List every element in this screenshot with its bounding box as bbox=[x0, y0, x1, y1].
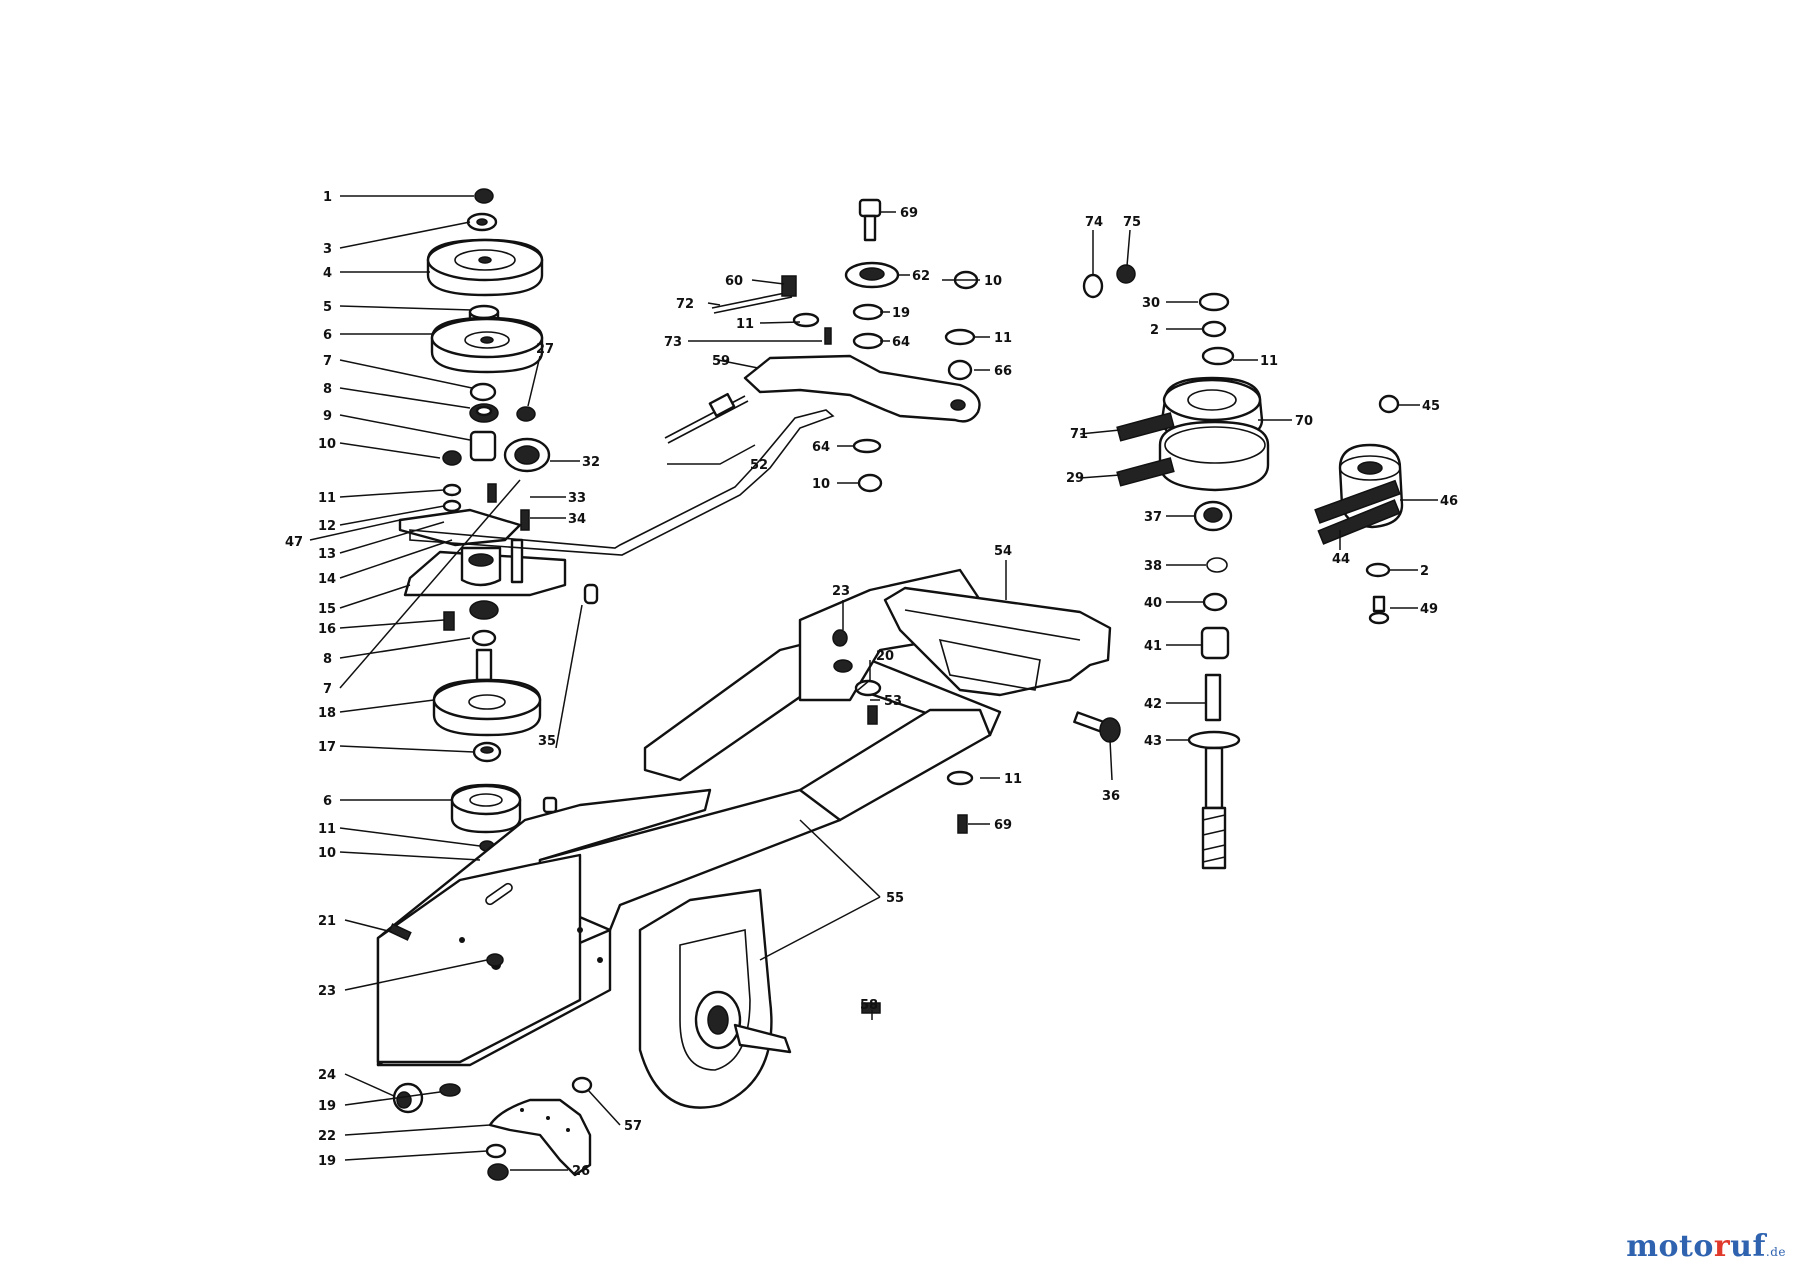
callout-label: 6 bbox=[323, 794, 332, 809]
callout-label: 30 bbox=[1142, 296, 1160, 311]
callout-label: 13 bbox=[318, 547, 336, 562]
callout-label: 4 bbox=[323, 266, 332, 281]
callout-label: 33 bbox=[568, 491, 586, 506]
callout-label: 23 bbox=[832, 584, 850, 599]
callout-label: 72 bbox=[676, 297, 694, 312]
frame-hardware bbox=[388, 629, 1121, 1181]
callout-label: 71 bbox=[1070, 427, 1088, 442]
callout-label: 12 bbox=[318, 519, 336, 534]
callout-label: 55 bbox=[886, 891, 904, 906]
callout-label: 1 bbox=[323, 190, 332, 205]
callout-label: 66 bbox=[994, 364, 1012, 379]
callout-label: 53 bbox=[884, 694, 902, 709]
callout-labels-center: 27 32 33 34 35 52 60 72 11 73 59 69 62 1… bbox=[536, 206, 1120, 1134]
callout-label: 18 bbox=[318, 706, 336, 721]
brand-part: r bbox=[1713, 1229, 1731, 1264]
small-hardware-center bbox=[792, 198, 979, 493]
callout-label: 5 bbox=[323, 300, 332, 315]
brand-watermark: motoruf.de bbox=[1626, 1229, 1786, 1264]
callout-label: 9 bbox=[323, 409, 332, 424]
callout-label: 35 bbox=[538, 734, 556, 749]
callout-label: 24 bbox=[318, 1068, 336, 1083]
callout-label: 70 bbox=[1295, 414, 1313, 429]
callout-label: 11 bbox=[318, 491, 336, 506]
callout-label: 21 bbox=[318, 914, 336, 929]
cover-54 bbox=[883, 586, 1112, 697]
brand-part: uf bbox=[1730, 1229, 1766, 1264]
callout-label: 44 bbox=[1332, 552, 1350, 567]
callout-label: 32 bbox=[582, 455, 600, 470]
callout-label: 59 bbox=[712, 354, 730, 369]
callout-label: 64 bbox=[892, 335, 910, 350]
callout-label: 34 bbox=[568, 512, 586, 527]
callout-label: 69 bbox=[994, 818, 1012, 833]
callout-label: 27 bbox=[536, 342, 554, 357]
callout-label: 49 bbox=[1420, 602, 1438, 617]
callout-label: 45 bbox=[1422, 399, 1440, 414]
callout-label: 62 bbox=[912, 269, 930, 284]
right-parts bbox=[1082, 264, 1404, 870]
callout-label: 2 bbox=[1420, 564, 1429, 579]
callout-label: 43 bbox=[1144, 734, 1162, 749]
callout-label: 54 bbox=[994, 544, 1012, 559]
callout-label: 36 bbox=[1102, 789, 1120, 804]
main-frame bbox=[376, 568, 1002, 1109]
pulley-stack-assembly bbox=[398, 188, 599, 866]
callout-labels-left: 1 3 4 5 6 7 8 9 10 11 12 47 13 14 15 16 … bbox=[285, 190, 590, 1179]
callout-label: 75 bbox=[1123, 215, 1141, 230]
callout-label: 11 bbox=[318, 822, 336, 837]
callout-label: 47 bbox=[285, 535, 303, 550]
callout-label: 29 bbox=[1066, 471, 1084, 486]
callout-label: 64 bbox=[812, 440, 830, 455]
callout-label: 19 bbox=[892, 306, 910, 321]
callout-label: 7 bbox=[323, 682, 332, 697]
callout-label: 15 bbox=[318, 602, 336, 617]
callout-label: 7 bbox=[323, 354, 332, 369]
callout-label: 17 bbox=[318, 740, 336, 755]
callout-label: 20 bbox=[876, 649, 894, 664]
callout-label: 11 bbox=[1004, 772, 1022, 787]
callout-label: 23 bbox=[318, 984, 336, 999]
callout-label: 42 bbox=[1144, 697, 1162, 712]
callout-label: 2 bbox=[1150, 323, 1159, 338]
brand-part: .de bbox=[1765, 1245, 1786, 1259]
callout-label: 6 bbox=[323, 328, 332, 343]
callout-label: 69 bbox=[900, 206, 918, 221]
callout-label: 14 bbox=[318, 572, 336, 587]
callout-label: 8 bbox=[323, 382, 332, 397]
brand-part: moto bbox=[1626, 1229, 1714, 1264]
callout-label: 57 bbox=[624, 1119, 642, 1134]
callout-labels-right: 74 75 30 2 11 71 70 29 45 37 46 44 38 2 … bbox=[1066, 215, 1458, 749]
callout-label: 11 bbox=[736, 317, 754, 332]
callout-label: 11 bbox=[1260, 354, 1278, 369]
callout-label: 74 bbox=[1085, 215, 1103, 230]
callout-label: 10 bbox=[318, 846, 336, 861]
callout-label: 46 bbox=[1440, 494, 1458, 509]
callout-label: 37 bbox=[1144, 510, 1162, 525]
callout-label: 3 bbox=[323, 242, 332, 257]
callout-label: 41 bbox=[1144, 639, 1162, 654]
control-rod-assembly bbox=[409, 275, 981, 556]
callout-label: 26 bbox=[572, 1164, 590, 1179]
callout-label: 16 bbox=[318, 622, 336, 637]
callout-label: 40 bbox=[1144, 596, 1162, 611]
callout-label: 52 bbox=[750, 458, 768, 473]
callout-label: 38 bbox=[1144, 559, 1162, 574]
callout-label: 8 bbox=[323, 652, 332, 667]
callout-label: 73 bbox=[664, 335, 682, 350]
callout-label: 58 bbox=[860, 998, 878, 1013]
callout-label: 22 bbox=[318, 1129, 336, 1144]
callout-label: 19 bbox=[318, 1154, 336, 1169]
callout-label: 60 bbox=[725, 274, 743, 289]
callout-label: 10 bbox=[984, 274, 1002, 289]
callout-label: 10 bbox=[812, 477, 830, 492]
callout-label: 11 bbox=[994, 331, 1012, 346]
callout-label: 10 bbox=[318, 437, 336, 452]
leader-lines bbox=[309, 195, 1438, 1171]
callout-label: 19 bbox=[318, 1099, 336, 1114]
